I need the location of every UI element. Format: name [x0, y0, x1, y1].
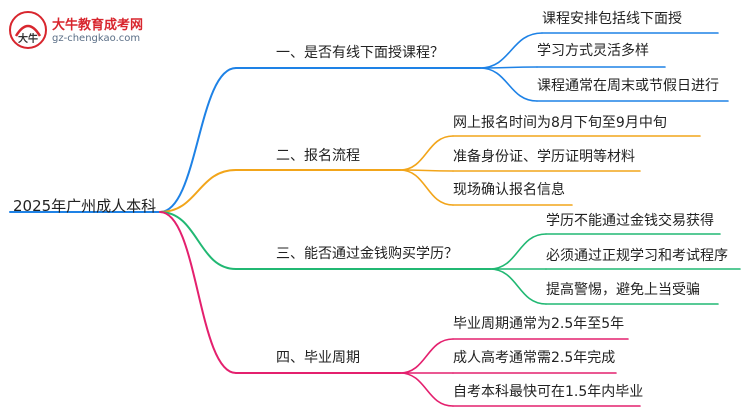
site-logo[interactable]: 大牛 大牛教育成考网 gz-chengkao.com [8, 10, 168, 50]
branch-4-leaf-1: 毕业周期通常为2.5年至5年 [453, 316, 625, 332]
branch-1-leaf-3-connector [479, 67, 538, 102]
branch-1-title: 一、是否有线下面授课程？ [276, 45, 444, 61]
branch-2-leaf-1: 网上报名时间为8月下旬至9月中旬 [453, 115, 667, 131]
branch-3-leaf-2: 必须通过正规学习和考试程序 [546, 248, 728, 264]
branch-1-leaf-3: 课程通常在周末或节假日进行 [537, 78, 719, 94]
branch-1-leaf-2: 学习方式灵活多样 [537, 43, 649, 59]
branch-3-leaf-1: 学历不能通过金钱交易获得 [546, 213, 714, 229]
logo-url: gz-chengkao.com [52, 33, 141, 44]
branch-4-connector [159, 211, 237, 374]
branch-2-connector [159, 169, 237, 213]
branch-2-leaf-3: 现场确认报名信息 [453, 182, 565, 198]
branch-2-leaf-2: 准备身份证、学历证明等材料 [453, 149, 635, 165]
branch-3-title: 三、能否通过金钱购买学历？ [276, 246, 458, 262]
branch-2-title: 二、报名流程 [276, 148, 360, 164]
branch-3-connector [159, 211, 237, 270]
logo-mark-text: 大牛 [18, 32, 38, 45]
branch-4-leaf-1-connector [399, 338, 454, 374]
branch-1-leaf-1: 课程安排包括线下面授 [542, 11, 682, 27]
branch-4-leaf-3-connector [399, 372, 454, 407]
root-topic: 2025年广州成人本科 [13, 197, 157, 215]
branch-3-leaf-3-connector [489, 268, 547, 305]
branch-3-leaf-1-connector [489, 233, 547, 270]
branch-1-connector [159, 67, 237, 213]
logo-mark-icon: 大牛 [9, 11, 47, 49]
branch-4-leaf-3: 自考本科最快可在1.5年内毕业 [453, 384, 644, 400]
branch-1-leaf-1-connector [479, 32, 543, 69]
logo-title: 大牛教育成考网 [52, 18, 144, 33]
branch-3-leaf-3: 提高警惕，避免上当受骗 [546, 282, 700, 298]
branch-2-leaf-3-connector [399, 169, 454, 206]
branch-2-leaf-1-connector [399, 135, 454, 171]
branch-4-leaf-2: 成人高考通常需2.5年完成 [453, 350, 616, 366]
branch-4-title: 四、毕业周期 [276, 350, 360, 366]
